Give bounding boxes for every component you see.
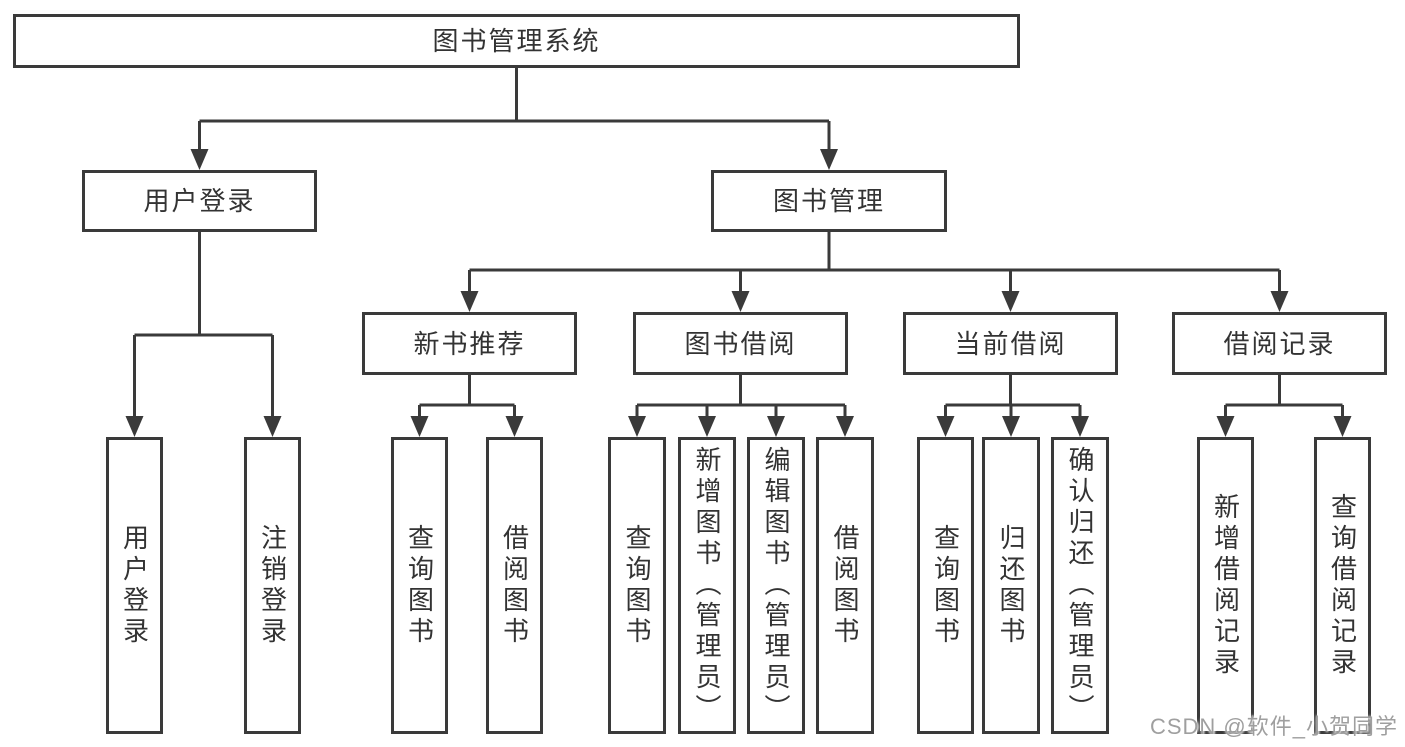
leaf-user-login-label: 用户登录 <box>119 523 150 648</box>
arrowheads <box>125 149 1352 437</box>
leaf-borrowing-borrow-books-label: 借阅图书 <box>830 523 860 648</box>
leaf-add-books-admin: 新增图书（管理员） <box>678 437 736 734</box>
leaf-add-borrow-record: 新增借阅记录 <box>1197 437 1254 734</box>
leaf-logout-login-label: 注销登录 <box>257 523 288 648</box>
leaf-add-borrow-record-label: 新增借阅记录 <box>1210 492 1241 679</box>
node-current-borrowing: 当前借阅 <box>903 312 1118 375</box>
node-root-system: 图书管理系统 <box>13 14 1020 68</box>
node-borrowing-records: 借阅记录 <box>1172 312 1387 375</box>
leaf-return-books: 归还图书 <box>982 437 1040 734</box>
leaf-recommend-query-books-label: 查询图书 <box>404 523 435 648</box>
tree-edges <box>133 68 1344 425</box>
leaf-return-books-label: 归还图书 <box>996 523 1026 648</box>
node-new-book-recommend: 新书推荐 <box>362 312 577 375</box>
leaf-logout-login: 注销登录 <box>244 437 301 734</box>
leaf-query-borrow-record-label: 查询借阅记录 <box>1327 492 1358 679</box>
leaf-user-login: 用户登录 <box>106 437 163 734</box>
leaf-add-books-admin-label: 新增图书（管理员） <box>692 446 722 725</box>
leaf-confirm-return-admin: 确认归还（管理员） <box>1051 437 1109 734</box>
leaf-edit-books-admin: 编辑图书（管理员） <box>747 437 805 734</box>
leaf-query-borrow-record: 查询借阅记录 <box>1314 437 1371 734</box>
leaf-confirm-return-admin-label: 确认归还（管理员） <box>1065 446 1095 725</box>
leaf-current-query-books-label: 查询图书 <box>930 523 961 648</box>
leaf-current-query-books: 查询图书 <box>917 437 974 734</box>
node-user-login-branch: 用户登录 <box>82 170 317 232</box>
leaf-borrowing-borrow-books: 借阅图书 <box>816 437 874 734</box>
csdn-watermark: CSDN @软件_小贺同学 <box>1149 714 1398 739</box>
leaf-borrowing-query-books-label: 查询图书 <box>622 523 652 648</box>
leaf-recommend-borrow-books-label: 借阅图书 <box>499 523 530 648</box>
node-book-management-branch: 图书管理 <box>711 170 947 232</box>
leaf-edit-books-admin-label: 编辑图书（管理员） <box>761 446 791 725</box>
leaf-recommend-borrow-books: 借阅图书 <box>486 437 543 734</box>
node-book-borrowing: 图书借阅 <box>633 312 848 375</box>
leaf-borrowing-query-books: 查询图书 <box>608 437 666 734</box>
leaf-recommend-query-books: 查询图书 <box>391 437 448 734</box>
